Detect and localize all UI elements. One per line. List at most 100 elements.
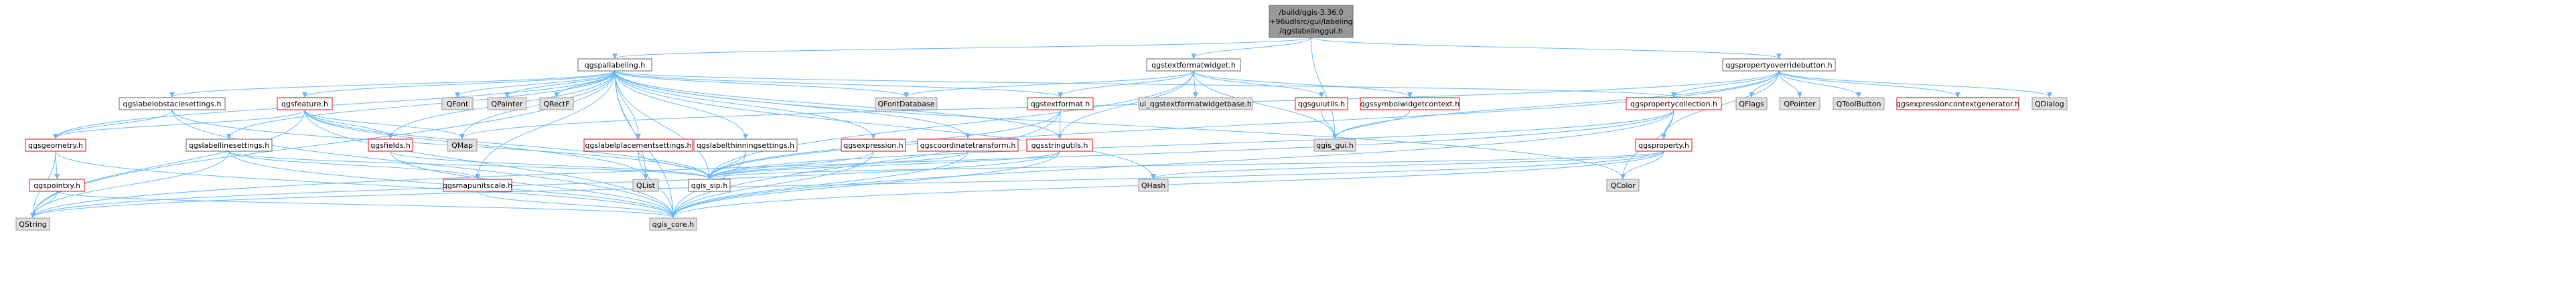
node-label: QFont <box>447 100 469 108</box>
node-box <box>25 138 86 152</box>
node-box <box>2031 97 2068 110</box>
node-label: qgssymbolwidgetcontext.h <box>1360 100 1459 108</box>
node-box <box>1313 138 1356 152</box>
node-qgssymbolwidgetcontext[interactable]: qgssymbolwidgetcontext.h <box>1360 97 1460 110</box>
node-box <box>441 97 474 110</box>
edge-qgspallabeling-to-qfont <box>455 70 616 98</box>
edge-qgsstringutils-to-qgis-sip <box>707 151 1060 179</box>
edge-path <box>670 151 874 218</box>
edge-qgsstringutils-to-qgis-core <box>670 151 1060 218</box>
edge-path <box>228 151 480 179</box>
node-qgsguiutils[interactable]: qgsguiutils.h <box>1295 97 1348 110</box>
node-box <box>1635 138 1693 152</box>
node-label: qgis_core.h <box>652 220 695 229</box>
node-box <box>277 97 333 110</box>
edge-path <box>304 109 712 179</box>
node-qgspallabeling[interactable]: qgspallabeling.h <box>577 58 652 72</box>
node-label: QFlags <box>1739 100 1764 108</box>
node-qgstextformat[interactable]: qgstextformat.h <box>1027 97 1094 110</box>
edge-root-to-qgstextformatwidget <box>1191 37 1311 59</box>
edge-qgspropertycollection-to-qstring <box>30 109 1674 218</box>
node-qgspointxy[interactable]: qgspointxy.h <box>29 179 85 192</box>
edge-path <box>228 151 712 179</box>
edge-path <box>455 70 616 98</box>
node-box <box>447 138 478 152</box>
node-label: QPointer <box>1784 100 1816 108</box>
node-box <box>649 217 697 231</box>
node-qgsfeature[interactable]: qgsfeature.h <box>277 97 333 110</box>
edge-qgsstringutils-to-qstring <box>30 151 1060 218</box>
node-box <box>1269 5 1354 38</box>
edge-path <box>614 70 1063 98</box>
edge-qgspropertyoverridebutton-to-qgspropertycollection <box>1671 70 1780 98</box>
node-qmap: QMap <box>447 138 478 152</box>
node-qgsfields[interactable]: qgsfields.h <box>368 138 413 152</box>
node-qgsstringutils[interactable]: qgsstringutils.h <box>1026 138 1093 152</box>
node-qgslabelthinningsettings[interactable]: qgslabelthinningsettings.h <box>693 138 798 152</box>
node-root[interactable]: /build/qgis-3.36.0+96udlsrc/gui/labeling… <box>1269 5 1354 38</box>
node-label: qgis_gui.h <box>1316 141 1354 150</box>
edge-path <box>670 109 1674 218</box>
node-qfont: QFont <box>441 97 474 110</box>
node-qgsmapunitscale[interactable]: qgsmapunitscale.h <box>443 179 512 192</box>
node-qgstextformatwidget[interactable]: qgstextformatwidget.h <box>1146 58 1241 72</box>
node-qgslabelplacementsettings[interactable]: qgslabelplacementsettings.h <box>583 138 693 152</box>
node-label: qgslabelobstaclesettings.h <box>123 100 221 108</box>
node-label: qgsexpression.h <box>843 141 904 150</box>
node-qgslabelobstaclesettings[interactable]: qgslabelobstaclesettings.h <box>119 97 226 110</box>
node-qgsexpression[interactable]: qgsexpression.h <box>841 138 906 152</box>
node-box <box>1146 58 1241 72</box>
node-qgsexpressioncontextgenerator[interactable]: qgsexpressioncontextgenerator.h <box>1896 97 2019 110</box>
edge-qgsfields-to-qgis-core <box>390 151 676 218</box>
node-qgspropertycollection[interactable]: qgspropertycollection.h <box>1626 97 1722 110</box>
edge-qgsfeature-to-qgsgeometry <box>53 109 305 139</box>
node-qgis-sip[interactable]: qgis_sip.h <box>688 179 731 192</box>
edge-path <box>53 109 305 139</box>
node-box <box>1722 58 1836 72</box>
node-label: QString <box>19 220 47 229</box>
edge-path <box>707 151 969 179</box>
node-qgscoordinatetransform[interactable]: qgscoordinatetransform.h <box>917 138 1019 152</box>
edge-path <box>707 109 1674 179</box>
node-qgspropertyoverridebutton[interactable]: qgspropertyoverridebutton.h <box>1722 58 1836 72</box>
node-box <box>583 138 693 152</box>
edge-qgspallabeling-to-qgspropertycollection <box>614 70 1676 98</box>
edge-path <box>304 109 393 139</box>
edge-qgspropertyoverridebutton-to-qgis-gui <box>1332 70 1780 139</box>
node-label: qgsstringutils.h <box>1031 141 1088 150</box>
edge-qgsproperty-to-qhash <box>1151 151 1664 179</box>
edge-path <box>614 70 648 179</box>
node-box <box>443 179 512 192</box>
edge-path <box>614 70 909 98</box>
node-qgsgeometry[interactable]: qgsgeometry.h <box>25 138 86 152</box>
edge-qgsexpression-to-qgis-core <box>670 151 874 218</box>
node-label: qgsexpressioncontextgenerator.h <box>1896 100 2019 108</box>
edge-path <box>459 70 616 139</box>
edge-qgspallabeling-to-qgsfeature <box>302 70 616 98</box>
edge-path <box>707 151 1060 179</box>
node-box <box>1138 179 1169 192</box>
node-label: QDialog <box>2035 100 2064 108</box>
node-label: qgstextformat.h <box>1031 100 1090 108</box>
node-box <box>577 58 652 72</box>
edge-path <box>1311 37 1782 59</box>
node-box <box>1833 97 1885 110</box>
node-box <box>1360 97 1460 110</box>
edge-qgspallabeling-to-qlist <box>614 70 648 179</box>
edge-path <box>30 151 1060 218</box>
edge-path <box>53 109 173 139</box>
node-qrectf: QRectF <box>539 97 574 110</box>
node-qflags: QFlags <box>1735 97 1768 110</box>
edge-qgslabelplacementsettings-to-qgis-sip <box>638 151 712 179</box>
node-box <box>632 179 659 192</box>
node-qgsproperty[interactable]: qgsproperty.h <box>1635 138 1693 152</box>
node-label: qgsmapunitscale.h <box>443 181 512 190</box>
edge-path <box>612 37 1311 59</box>
edge-qgslabelobstaclesettings-to-qgsgeometry <box>53 109 173 139</box>
edge-path <box>614 70 1626 179</box>
node-qgslabellinesettings[interactable]: qgslabellinesettings.h <box>186 138 273 152</box>
edge-path <box>670 151 1060 218</box>
node-ui-qgstextformatwidgetbase: ui_qgstextformatwidgetbase.h <box>1138 97 1253 110</box>
edge-qgstextformatwidget-to-qgstextformat <box>1058 70 1194 98</box>
